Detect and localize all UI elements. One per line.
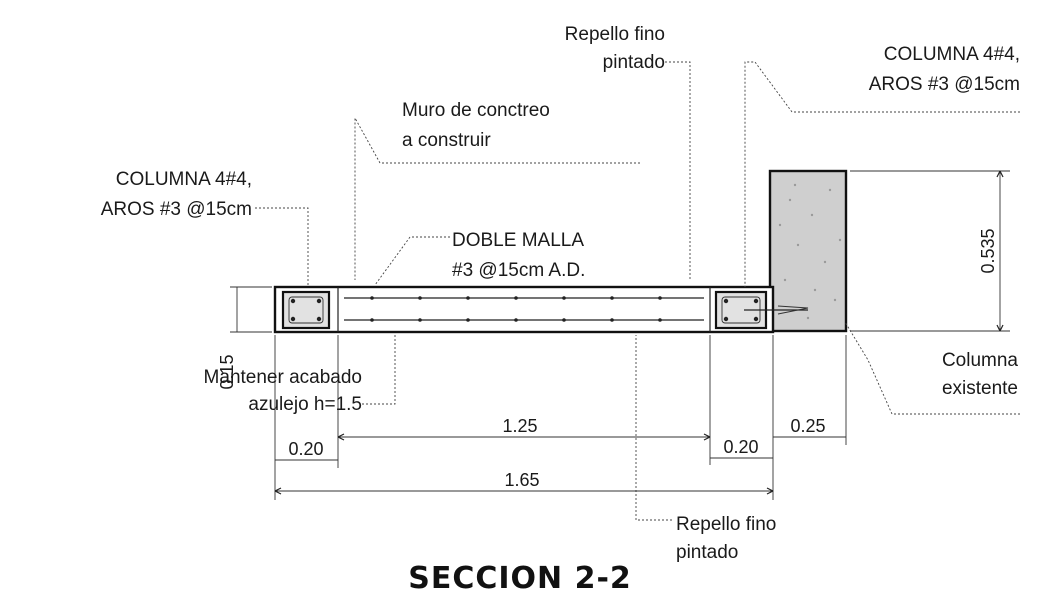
label-col-right-line1: COLUMNA 4#4, [884,44,1020,65]
column-right-bars [723,298,759,322]
dim-text-wall-thickness: 0.15 [217,354,237,389]
label-muro-line2: a construir [402,130,491,151]
dim-text-existing-width: 0.25 [790,416,825,436]
label-malla-line2: #3 @15cm A.D. [452,260,585,281]
leader-muro [354,116,640,280]
label-repello-bottom-line2: pintado [676,542,738,563]
leader-repello-bottom [635,335,672,521]
column-left-stirrup [288,296,324,324]
label-muro-line1: Muro de conctreo [402,100,550,121]
section-title: SECCION 2-2 [408,561,632,596]
mesh-bar-dots [370,296,662,322]
label-columna-existente-line1: Columna [942,350,1018,371]
leader-col-right [744,61,1020,287]
leader-repello-top [665,61,691,280]
label-col-left-line2: AROS #3 @15cm [101,199,252,220]
label-mantener-line1: Mantener acabado [204,367,362,388]
leader-columna-existente [844,321,1020,415]
leader-mantener [362,335,396,405]
leader-malla [374,236,450,286]
dim-text-wall-length: 1.25 [502,416,537,436]
label-repello-top-line1: Repello fino [565,24,665,45]
existing-column [768,169,848,333]
dim-text-total-length: 1.65 [504,470,539,490]
concrete-wall [273,285,775,334]
existing-column-texture [778,183,842,320]
dim-text-col-right-width: 0.20 [723,437,758,457]
dim-arrow-ticks [274,170,1004,495]
label-repello-top-line2: pintado [603,52,665,73]
dim-text-existing-height: 0.535 [978,228,998,273]
leader-col-left [255,207,309,287]
dim-text-col-left-width: 0.20 [288,439,323,459]
column-left-bars [290,298,322,322]
label-col-left-line1: COLUMNA 4#4, [116,169,252,190]
column-left [281,290,331,330]
label-malla-line1: DOBLE MALLA [452,230,584,251]
label-columna-existente-line2: existente [942,378,1018,399]
label-col-right-line2: AROS #3 @15cm [869,74,1020,95]
label-mantener-line2: azulejo h=1.5 [248,394,362,415]
label-repello-bottom-line1: Repello fino [676,514,776,535]
dowel-hook [777,305,809,315]
